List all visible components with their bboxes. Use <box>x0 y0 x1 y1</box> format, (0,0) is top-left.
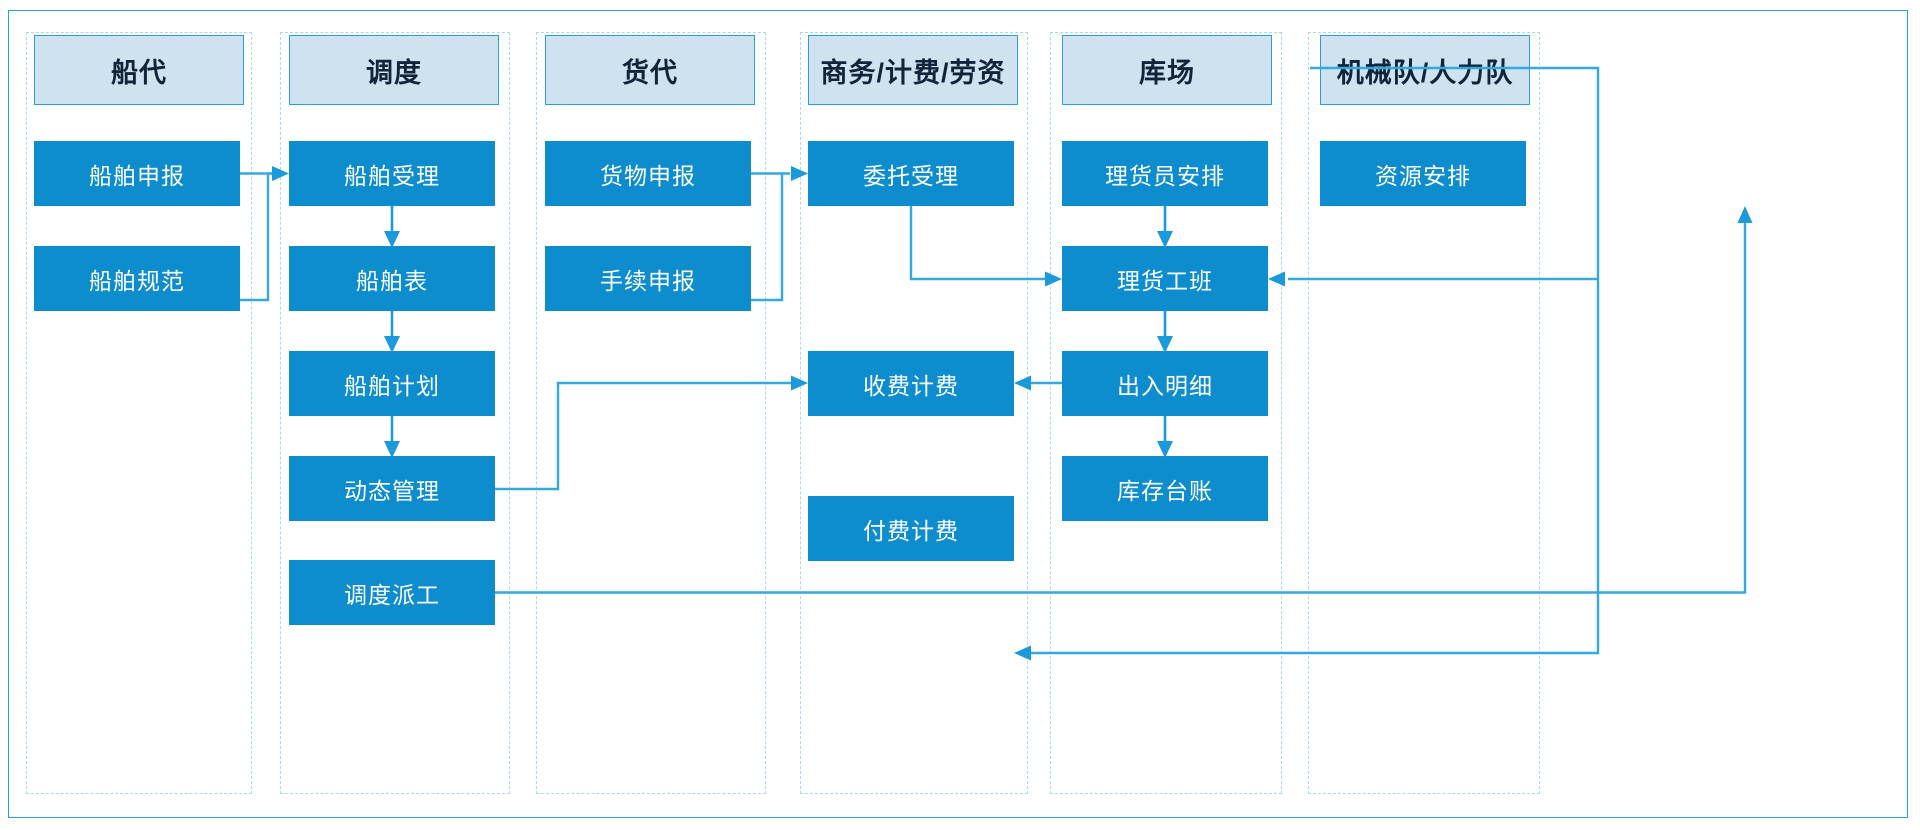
node-chuanbo-shenbao[interactable]: 船舶申报 <box>34 141 240 206</box>
node-dongtai-guanli[interactable]: 动态管理 <box>289 456 495 521</box>
node-label: 收费计费 <box>863 372 959 399</box>
node-shoufei-jifei[interactable]: 收费计费 <box>808 351 1014 416</box>
node-label: 理货员安排 <box>1105 162 1225 189</box>
lane-header-label: 机械队/人力队 <box>1336 57 1514 88</box>
node-label: 船舶规范 <box>89 267 185 294</box>
node-ziyuan-anpai[interactable]: 资源安排 <box>1320 141 1526 206</box>
node-label: 动态管理 <box>344 477 440 504</box>
swimlane-chuandai <box>26 32 252 794</box>
node-diaodu-paigong[interactable]: 调度派工 <box>289 560 495 625</box>
node-churu-mingxi[interactable]: 出入明细 <box>1062 351 1268 416</box>
node-chuanbo-guifan[interactable]: 船舶规范 <box>34 246 240 311</box>
node-weituo-shouli[interactable]: 委托受理 <box>808 141 1014 206</box>
lane-header-label: 库场 <box>1139 57 1195 88</box>
node-label: 付费计费 <box>863 517 959 544</box>
node-label: 船舶表 <box>356 267 428 294</box>
lane-header-kuchang: 库场 <box>1062 35 1272 105</box>
lane-header-huodai: 货代 <box>545 35 755 105</box>
node-huowu-shenbao[interactable]: 货物申报 <box>545 141 751 206</box>
node-label: 资源安排 <box>1375 162 1471 189</box>
node-lihuoyuan-anpai[interactable]: 理货员安排 <box>1062 141 1268 206</box>
lane-header-chuandai: 船代 <box>34 35 244 105</box>
node-label: 船舶申报 <box>89 162 185 189</box>
node-label: 手续申报 <box>600 267 696 294</box>
node-label: 出入明细 <box>1117 372 1213 399</box>
node-chuanbo-biao[interactable]: 船舶表 <box>289 246 495 311</box>
lane-header-label: 调度 <box>366 57 422 88</box>
node-label: 理货工班 <box>1117 267 1213 294</box>
node-label: 库存台账 <box>1117 477 1213 504</box>
node-label: 货物申报 <box>600 162 696 189</box>
lane-header-label: 商务/计费/劳资 <box>820 57 1006 88</box>
lane-header-jixiedui: 机械队/人力队 <box>1320 35 1530 105</box>
node-lihuo-gongban[interactable]: 理货工班 <box>1062 246 1268 311</box>
node-label: 委托受理 <box>863 162 959 189</box>
node-kucun-taizhang[interactable]: 库存台账 <box>1062 456 1268 521</box>
lane-header-label: 船代 <box>111 57 167 88</box>
node-label: 调度派工 <box>344 581 440 608</box>
node-shouxu-shenbao[interactable]: 手续申报 <box>545 246 751 311</box>
node-chuanbo-shouli[interactable]: 船舶受理 <box>289 141 495 206</box>
node-fufei-jifei[interactable]: 付费计费 <box>808 496 1014 561</box>
node-label: 船舶受理 <box>344 162 440 189</box>
lane-header-diaodu: 调度 <box>289 35 499 105</box>
node-label: 船舶计划 <box>344 372 440 399</box>
lane-header-label: 货代 <box>622 57 678 88</box>
lane-header-shangwu: 商务/计费/劳资 <box>808 35 1018 105</box>
node-chuanbo-jihua[interactable]: 船舶计划 <box>289 351 495 416</box>
